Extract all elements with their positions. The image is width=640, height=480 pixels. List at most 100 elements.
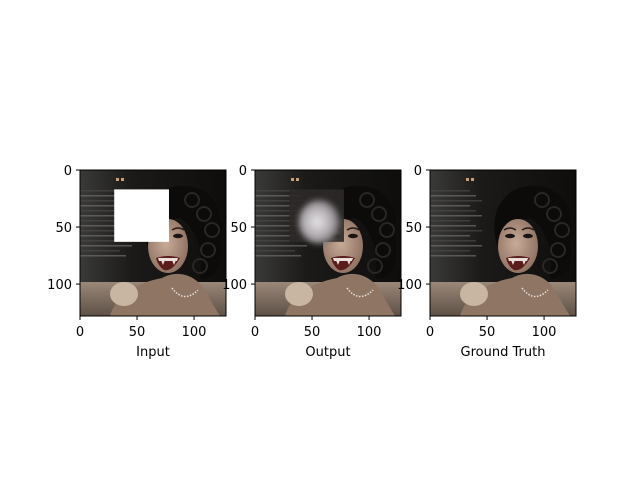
axes-frame [254, 169, 402, 317]
x-tick-label: 50 [304, 325, 321, 340]
background-streak [430, 255, 476, 257]
background-streak [430, 190, 470, 192]
eye [523, 233, 533, 239]
necklace [346, 287, 374, 298]
neck [285, 273, 395, 316]
background-streak [80, 225, 126, 227]
background-streak [80, 240, 126, 242]
fang [522, 260, 526, 265]
y-tick-label: 0 [64, 164, 72, 179]
fang [172, 260, 176, 265]
background-streak [255, 210, 301, 212]
panel-label: Input [136, 345, 170, 360]
background-streak [80, 235, 120, 237]
background-streak [430, 240, 476, 242]
axes-frame [79, 169, 227, 317]
x-tick-label: 0 [76, 325, 84, 340]
brow [503, 227, 517, 231]
background-streak [430, 250, 470, 252]
background-streak [255, 205, 295, 207]
background-streak [255, 235, 295, 237]
hair-curl [371, 206, 387, 222]
hair-curl [550, 242, 566, 258]
panel-image [255, 170, 401, 316]
hair-curl [554, 222, 570, 238]
background-streak [255, 225, 301, 227]
background-light [116, 178, 119, 181]
hair-curl [192, 258, 208, 274]
background-light [121, 178, 124, 181]
x-tick-label: 50 [479, 325, 496, 340]
background-streak [80, 255, 126, 257]
background-streak [255, 190, 295, 192]
brow [521, 227, 535, 231]
background-streak [255, 230, 307, 232]
hair-curl [367, 258, 383, 274]
y-tick-label: 50 [230, 221, 247, 236]
background-streak [80, 205, 120, 207]
shoulder [460, 282, 488, 306]
background-streak [255, 220, 295, 222]
mask-region [114, 189, 169, 242]
background-streak [430, 200, 482, 202]
y-tick-label: 0 [239, 164, 247, 179]
fang [347, 260, 351, 265]
background-streak [80, 200, 132, 202]
hair-curl [375, 242, 391, 258]
neck [110, 273, 220, 316]
axes-frame [429, 169, 577, 317]
eye [348, 233, 358, 239]
background-light [471, 178, 474, 181]
background-streak [255, 200, 307, 202]
background-streak [80, 215, 132, 217]
background-streak [255, 195, 301, 197]
y-tick-label: 0 [414, 164, 422, 179]
hair-curl [534, 192, 550, 208]
background-streak [255, 240, 301, 242]
brow [171, 227, 185, 231]
hair-curl [196, 206, 212, 222]
x-tick-label: 100 [182, 325, 207, 340]
background-streak [430, 215, 482, 217]
x-tick-label: 0 [251, 325, 259, 340]
background-streak [430, 220, 470, 222]
panel-image [430, 170, 576, 316]
background-light [466, 178, 469, 181]
background-streak [80, 230, 132, 232]
background-streak [80, 195, 126, 197]
fang [511, 260, 515, 265]
hair-curl [379, 222, 395, 238]
panel-label: Ground Truth [461, 345, 546, 360]
background-streak [430, 210, 476, 212]
y-tick-label: 100 [222, 278, 247, 293]
panel-label: Output [305, 345, 350, 360]
fang [336, 260, 340, 265]
inpaint-blur [298, 199, 341, 244]
eye [173, 233, 183, 239]
background-streak [80, 210, 126, 212]
shoulder [285, 282, 313, 306]
hair-curl [359, 192, 375, 208]
background-streak [255, 250, 295, 252]
necklace [171, 287, 199, 298]
necklace [521, 287, 549, 298]
eye [505, 233, 515, 239]
hair-curl [546, 206, 562, 222]
hair-curl [204, 222, 220, 238]
background-light [291, 178, 294, 181]
y-tick-label: 100 [47, 278, 72, 293]
brow [346, 227, 360, 231]
background-streak [430, 225, 476, 227]
fang [161, 260, 165, 265]
panel-image [80, 170, 226, 316]
x-tick-label: 100 [532, 325, 557, 340]
y-tick-label: 50 [405, 221, 422, 236]
background-streak [255, 245, 307, 247]
hair-curl [200, 242, 216, 258]
background-streak [430, 205, 470, 207]
background-streak [430, 195, 476, 197]
y-tick-label: 50 [55, 221, 72, 236]
